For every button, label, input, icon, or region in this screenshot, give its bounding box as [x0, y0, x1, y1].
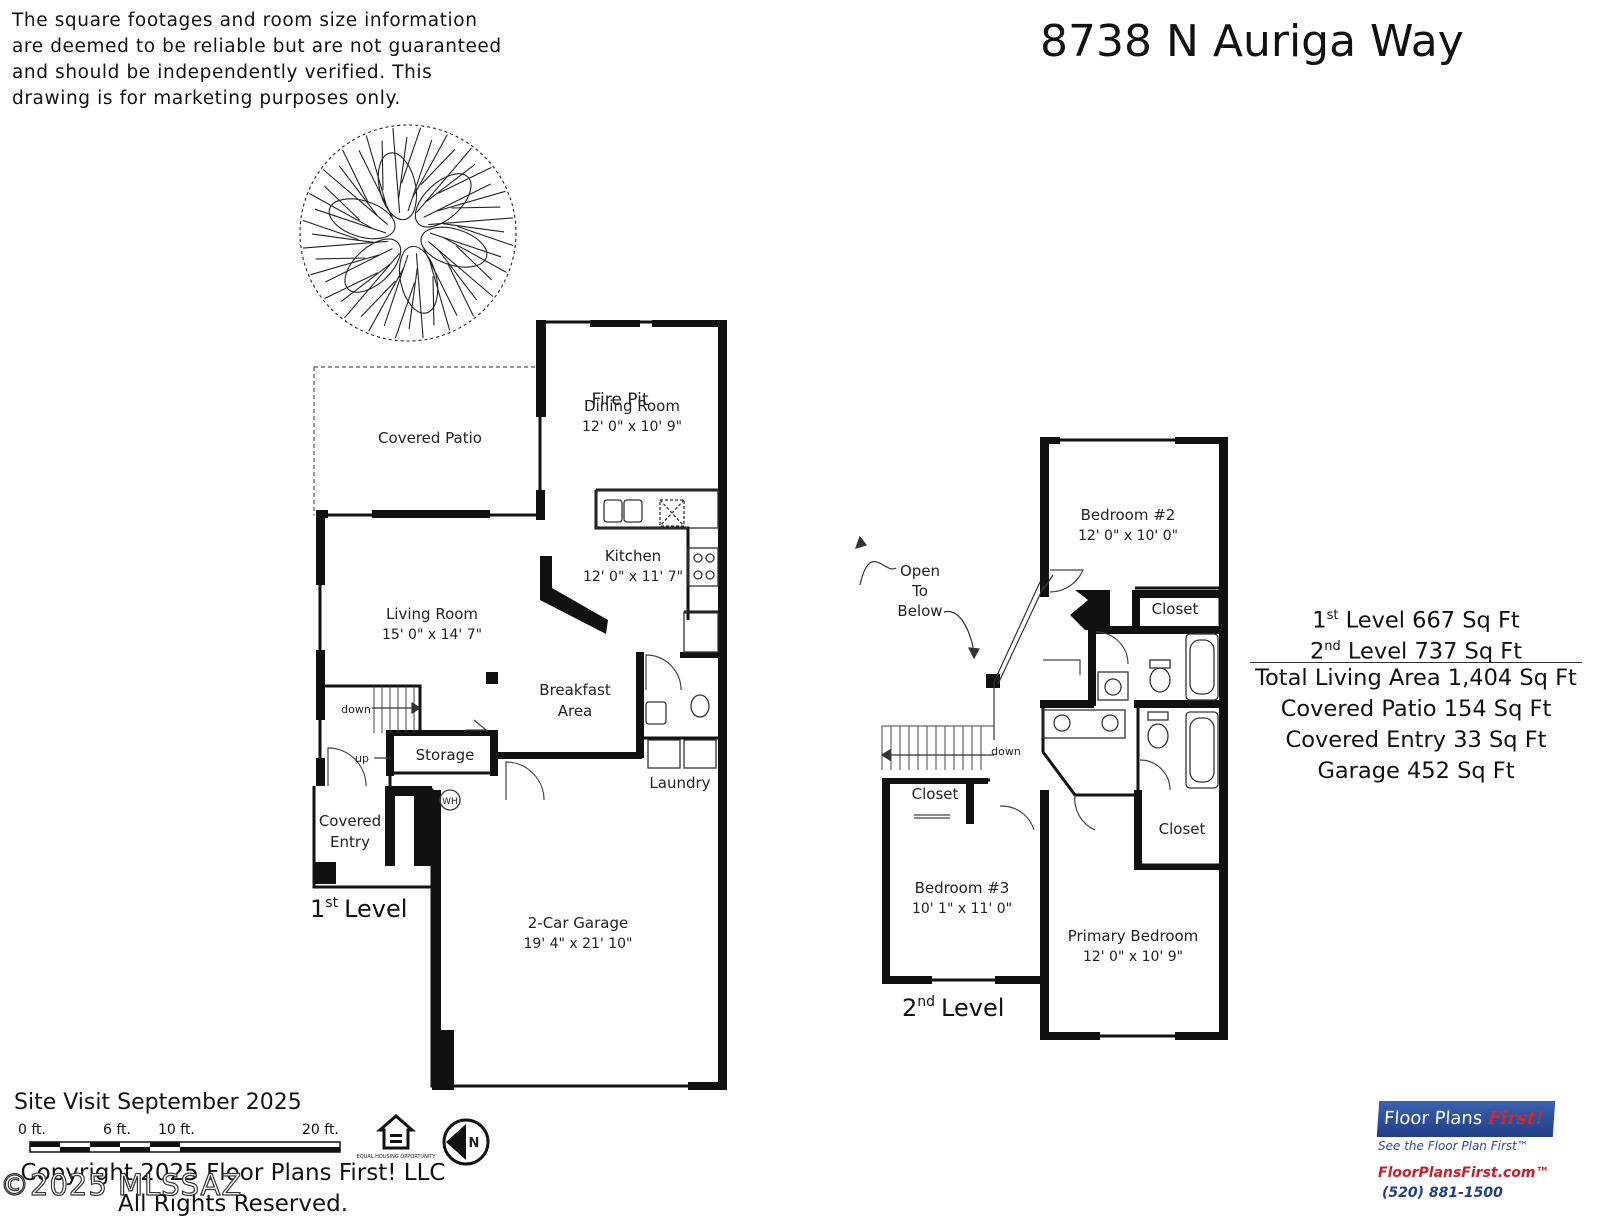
- level-2-stair-arrow: [880, 748, 994, 762]
- scale-label-20: 20 ft.: [302, 1122, 339, 1138]
- closet-bedroom-2-label: Closet: [1152, 600, 1199, 618]
- level-1-ordinal-sup: st: [325, 895, 338, 911]
- stat-sup: nd: [1324, 639, 1341, 654]
- disclaimer-line: and should be independently verified. Th…: [12, 62, 433, 83]
- level-2-bath-fixtures: [1042, 574, 1219, 789]
- closet-primary-label: Closet: [1159, 820, 1206, 838]
- bedroom-2-dim: 12' 0" x 10' 0": [1078, 528, 1178, 544]
- kitchen-dim: 12' 0" x 11' 7": [583, 569, 683, 585]
- brand-url: FloorPlansFirst.com™: [1378, 1165, 1550, 1181]
- kitchen-counters: [439, 489, 719, 811]
- dining-room-dim: 12' 0" x 10' 9": [582, 419, 682, 435]
- open-to-below-label-1: Open: [900, 562, 940, 580]
- bedroom-3-label: Bedroom #3: [915, 879, 1010, 897]
- scale-label-0: 0 ft.: [18, 1122, 46, 1138]
- square-footage-summary: 1st Level 667 Sq Ft 2nd Level 737 Sq Ft …: [1244, 600, 1588, 787]
- stat-ordinal: 2: [1309, 638, 1325, 665]
- brand-badge: Floor Plans First!: [1376, 1101, 1556, 1137]
- stat-total-living: Total Living Area 1,404 Sq Ft: [1255, 665, 1577, 691]
- stat-covered-entry: Covered Entry 33 Sq Ft: [1285, 727, 1547, 753]
- living-room-label: Living Room: [386, 605, 478, 623]
- open-to-below-label-3: Below: [897, 602, 942, 620]
- bedroom-2-label: Bedroom #2: [1081, 506, 1176, 524]
- equal-housing-icon: EQUAL HOUSING OPPORTUNITY: [357, 1114, 437, 1160]
- eho-label: EQUAL HOUSING OPPORTUNITY: [357, 1154, 437, 1160]
- level-1-ordinal: 1: [310, 895, 325, 923]
- stat-garage: Garage 452 Sq Ft: [1317, 758, 1515, 784]
- level-2-doors: [914, 569, 1171, 831]
- covered-entry-label: Covered: [319, 812, 381, 830]
- primary-bedroom-dim: 12' 0" x 10' 9": [1083, 949, 1183, 965]
- brand-tagline: See the Floor Plan First™: [1378, 1139, 1529, 1153]
- primary-bedroom-label: Primary Bedroom: [1068, 927, 1199, 945]
- covered-patio-outline: [313, 366, 540, 515]
- tree-icon: [299, 124, 517, 342]
- disclaimer-line: drawing is for marketing purposes only.: [12, 88, 401, 109]
- laundry-label: Laundry: [649, 774, 710, 792]
- level-1-plan: Fire Pit Dining Room 12' 0" x 10' 9" Cov…: [310, 320, 727, 1090]
- level-1-doors: [327, 654, 682, 801]
- dining-room-label: Dining Room: [584, 397, 680, 415]
- living-room-dim: 15' 0" x 14' 7": [382, 627, 482, 643]
- open-to-below-label-2: To: [911, 582, 928, 600]
- site-visit-date: Site Visit September 2025: [14, 1090, 302, 1115]
- level-1-word: Level: [344, 895, 407, 923]
- disclaimer-line: The square footages and room size inform…: [12, 10, 478, 31]
- closet-bedroom-3-label: Closet: [912, 785, 959, 803]
- stat-level-1: 1st Level 667 Sq Ft: [1244, 600, 1588, 634]
- garage-label: 2-Car Garage: [528, 914, 628, 932]
- level-1-stair: [373, 686, 415, 733]
- copyright-line-2: All Rights Reserved.: [117, 1191, 349, 1217]
- bedroom-3-dim: 10' 1" x 11' 0": [912, 901, 1012, 917]
- stat-level-2: 2nd Level 737 Sq Ft: [1250, 631, 1582, 665]
- stair-up-label: up: [355, 752, 369, 765]
- stat-text: Level 737 Sq Ft: [1340, 638, 1523, 665]
- copyright-line-1: Copyright 2025 Floor Plans First! LLC: [20, 1160, 446, 1186]
- level-2-ordinal: 2: [902, 994, 917, 1022]
- storage-label: Storage: [416, 746, 475, 764]
- property-address-title: 8738 N Auriga Way: [1040, 16, 1464, 67]
- level-2-stair-down-label: down: [991, 745, 1021, 758]
- garage-dim: 19' 4" x 21' 10": [523, 936, 632, 952]
- fire-pit-label: Fire Pit: [591, 390, 648, 410]
- disclaimer: The square footages and room size inform…: [12, 8, 502, 112]
- brand-phone: (520) 881-1500: [1382, 1185, 1503, 1201]
- scale-label-6: 6 ft.: [103, 1122, 131, 1138]
- covered-entry-label-2: Entry: [330, 833, 370, 851]
- north-arrow-icon: N: [442, 1118, 490, 1166]
- covered-patio-label: Covered Patio: [378, 429, 482, 447]
- copyright: Copyright 2025 Floor Plans First! LLC Al…: [18, 1158, 448, 1220]
- stat-ordinal: 1: [1312, 607, 1327, 634]
- mls-watermark: ©2025 MLSSAZ: [0, 1167, 243, 1202]
- level-2-heavy-walls: [882, 437, 1228, 1040]
- open-to-below-railing: [855, 535, 1045, 740]
- stat-covered-patio: Covered Patio 154 Sq Ft: [1280, 696, 1552, 722]
- level-2-stair: [881, 725, 994, 770]
- kitchen-label: Kitchen: [605, 547, 661, 565]
- breakfast-area-label: Area: [558, 702, 593, 720]
- breakfast-label: Breakfast: [539, 681, 611, 699]
- level-1-stair-arrows: [372, 701, 422, 759]
- brand-name-b: First!: [1487, 1108, 1545, 1129]
- brand-logo: Floor Plans First! See the Floor Plan Fi…: [1376, 1101, 1578, 1201]
- disclaimer-line: are deemed to be reliable but are not gu…: [12, 36, 502, 57]
- north-label: N: [469, 1136, 480, 1151]
- level-2-title: 2nd Level: [902, 994, 1004, 1022]
- stat-text: Level 667 Sq Ft: [1338, 607, 1520, 634]
- scale-label-10: 10 ft.: [158, 1122, 195, 1138]
- water-heater-label: WH: [442, 797, 458, 807]
- level-2-ordinal-sup: nd: [917, 994, 935, 1010]
- level-1-walls: [312, 320, 726, 1088]
- stat-sup: st: [1326, 608, 1339, 623]
- level-2-word: Level: [941, 994, 1004, 1022]
- level-1-heavy-walls: [314, 320, 727, 1090]
- stair-down-label: down: [341, 703, 371, 716]
- level-1-title: 1st Level: [310, 895, 407, 923]
- scale-bar: [29, 1141, 341, 1153]
- level-2-plan: Bedroom #2 12' 0" x 10' 0" Closet Open T…: [855, 437, 1228, 1040]
- brand-name-a: Floor Plans: [1383, 1108, 1483, 1129]
